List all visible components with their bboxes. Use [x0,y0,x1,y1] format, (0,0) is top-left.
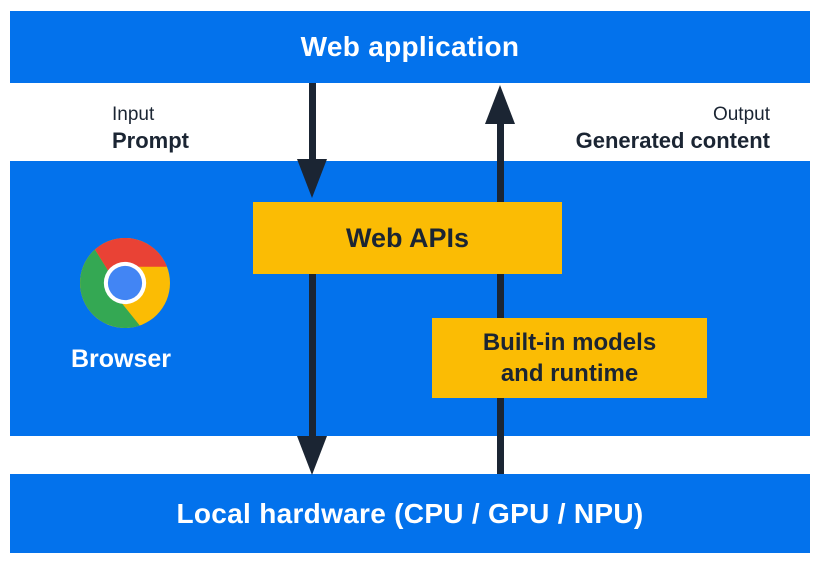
local-hardware-label: Local hardware (CPU / GPU / NPU) [176,497,644,529]
web-application-band: Web application [10,11,810,83]
output-arrow-line [497,121,504,474]
input-annotation: Input Prompt [112,102,189,154]
web-apis-label: Web APIs [345,222,470,253]
browser-label: Browser [70,345,172,373]
apis-to-hardware-arrow-line [309,203,316,439]
built-in-models-box: Built-in models and runtime [432,318,707,398]
output-value: Generated content [575,128,770,153]
output-annotation: Output Generated content [576,102,770,154]
input-arrow-line [309,83,316,162]
output-label: Output [712,104,770,125]
chrome-logo-icon [80,237,170,328]
apis-to-hardware-arrow-head-icon [297,436,327,475]
web-application-label: Web application [300,31,520,62]
output-arrow-head-icon [485,85,515,124]
web-apis-box: Web APIs [253,202,562,274]
built-in-models-label-line2: and runtime [500,360,639,387]
built-in-models-label-line1: Built-in models [482,329,657,356]
input-value: Prompt [112,128,189,153]
local-hardware-band: Local hardware (CPU / GPU / NPU) [10,474,810,553]
input-label: Input [112,104,155,125]
